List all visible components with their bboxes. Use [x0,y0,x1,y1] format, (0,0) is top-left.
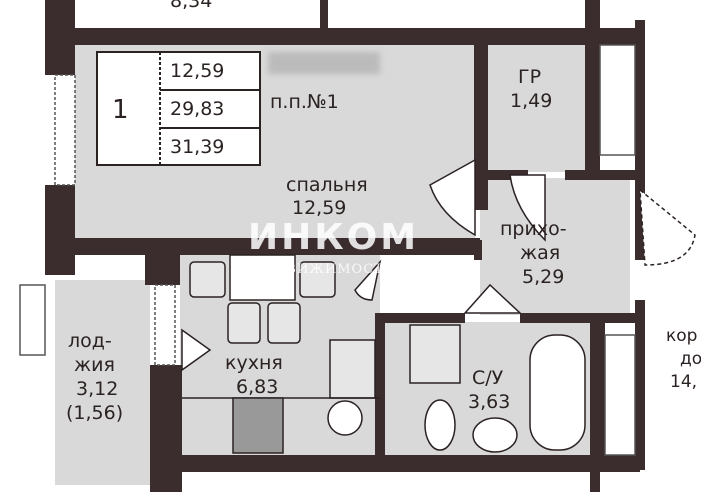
bathroom-area: 3,63 [468,391,511,413]
fridge [329,339,376,399]
chair [267,302,301,344]
loggia-reduced-area: (1,56) [66,402,124,424]
chair [299,261,336,298]
area-table [96,51,261,166]
corridor-label-2: до [680,349,701,369]
loggia-name-2: жия [74,354,115,376]
washer [409,324,461,384]
loggia-name-1: лод- [68,330,112,352]
bathroom-name: С/У [472,367,504,389]
wardrobe-floor [488,45,585,172]
loggia-area: 3,12 [76,378,119,400]
top-area-label: 8,34 [170,0,213,12]
hallway-name-1: прихо- [500,218,567,240]
loggia-floor [55,280,150,485]
sink [327,400,363,436]
kitchen-area: 6,83 [236,376,279,398]
walls [45,0,645,492]
living-area: 12,59 [170,60,225,82]
chair [189,261,226,298]
washbasin [472,417,518,453]
windows [19,44,636,456]
bedroom-name: спальня [286,174,368,196]
total-with-loggia: 31,39 [170,136,225,158]
redacted-patch [268,52,380,74]
doors [181,158,696,372]
hallway-name-2: жая [520,242,561,264]
bathtub [529,334,586,451]
corridor-label-1: кор [666,326,698,346]
rooms-count: 1 [112,95,129,125]
hallway-floor [480,178,630,315]
total-area: 29,83 [170,98,225,120]
hallway-area: 5,29 [522,266,565,288]
toilet [424,399,456,451]
watermark-brand: ИНКОМ [248,217,420,258]
corridor-label-3: 14, [670,372,698,392]
chair [227,302,261,344]
stove [232,397,284,454]
apartment-number: п.п.№1 [270,91,339,113]
furniture [182,254,586,454]
wardrobe-area: 1,49 [510,90,553,112]
bedroom-area: 12,59 [292,197,347,219]
kitchen-name: кухня [225,352,283,374]
wardrobe-name: ГР [518,66,542,88]
watermark-subtitle: НЕДВИЖИМОСТЬ [252,262,394,277]
